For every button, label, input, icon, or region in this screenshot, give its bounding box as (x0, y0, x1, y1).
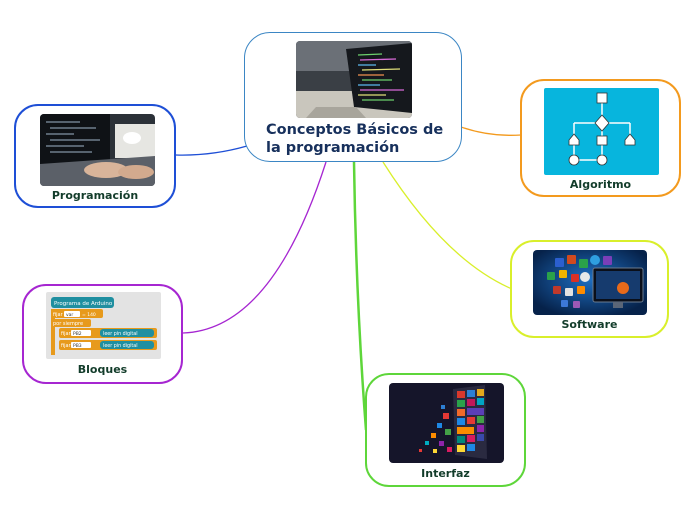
blocks-line4-a: fijar (61, 343, 72, 349)
typing-laptop-photo (40, 114, 155, 186)
blocks-line2: por siempre (53, 321, 83, 327)
topic-label: Programación (51, 189, 139, 202)
topic-label: Interfaz (421, 467, 470, 480)
blocks-line1-c: = 140 (82, 312, 96, 318)
topic-algoritmo[interactable]: Algoritmo (520, 79, 681, 197)
topic-programacion[interactable]: Programación (14, 104, 176, 208)
blocks-line3-b: PB2 (73, 331, 82, 337)
central-topic-title: Conceptos Básicos de la programación (266, 122, 444, 156)
link-algoritmo (460, 126, 522, 136)
blocks-line3-a: fijar (61, 331, 72, 337)
laptop-code-photo (296, 41, 412, 118)
tablet-tiles-image (389, 383, 504, 463)
topic-interfaz[interactable]: Interfaz (365, 373, 526, 487)
blocks-line1-a: fijar (53, 312, 64, 318)
topic-software[interactable]: Software (510, 240, 669, 338)
arduino-blocks-screenshot: Programa de Arduino fijar var = 140 por … (46, 292, 161, 359)
blocks-line1-b: var (66, 312, 73, 318)
software-apps-monitor (533, 250, 647, 315)
blocks-line4-c: leer pin digital (103, 343, 138, 349)
topic-label: Software (561, 318, 618, 331)
link-software (382, 161, 513, 290)
topic-bloques[interactable]: Programa de Arduino fijar var = 140 por … (22, 284, 183, 384)
link-bloques (182, 161, 327, 334)
link-interfaz (352, 161, 368, 431)
topic-label: Bloques (77, 363, 128, 376)
central-topic[interactable]: Conceptos Básicos de la programación (244, 32, 462, 162)
link-programacion (175, 145, 248, 156)
flowchart-icon (544, 88, 659, 175)
blocks-line4-b: PB3 (73, 343, 82, 349)
blocks-line3-c: leer pin digital (103, 331, 138, 337)
blocks-header-text: Programa de Arduino (54, 301, 113, 307)
topic-label: Algoritmo (569, 178, 632, 191)
